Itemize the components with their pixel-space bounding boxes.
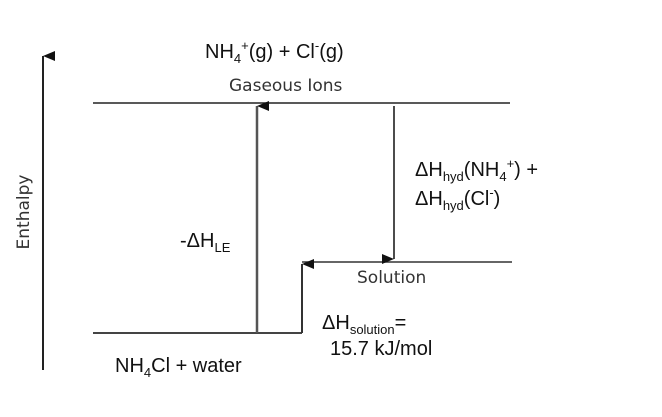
gaseous-formula: NH4+(g) + Cl-(g)	[205, 38, 344, 66]
solution-enthalpy-label: ΔHsolution=	[322, 312, 406, 337]
axis-label: Enthalpy	[14, 175, 34, 250]
solution-enthalpy-value: 15.7 kJ/mol	[330, 338, 432, 360]
hydration-label-line2: ΔHhyd(Cl-)	[415, 185, 500, 213]
reactants-formula: NH4Cl + water	[115, 355, 242, 380]
solution-label: Solution	[357, 268, 426, 288]
lattice-energy-label: -ΔHLE	[180, 230, 231, 255]
hydration-label-line1: ΔHhyd(NH4+) +	[415, 156, 538, 184]
gaseous-ions-label: Gaseous Ions	[229, 76, 343, 96]
